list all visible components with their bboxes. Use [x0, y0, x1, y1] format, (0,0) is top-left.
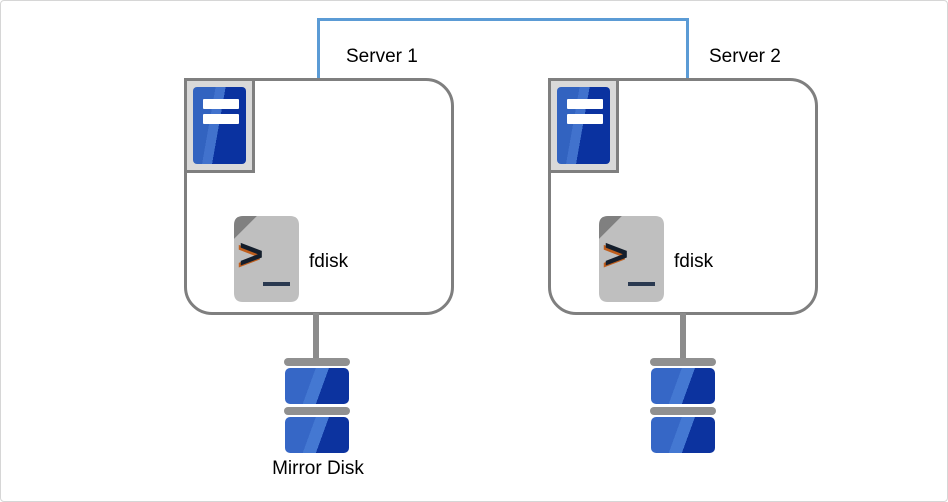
- disk-cap-icon: [284, 358, 350, 366]
- server1-command-label: fdisk: [309, 251, 349, 272]
- document-shape-icon: [234, 216, 299, 302]
- disk-platter-icon: [285, 417, 349, 453]
- server1-node-frame: [184, 78, 255, 173]
- prompt-chevron-icon: >: [604, 230, 629, 277]
- server2-disk-connector: [680, 313, 686, 359]
- heartbeat-link-server1-riser: [317, 18, 320, 79]
- document-shape-icon: [599, 216, 664, 302]
- server1-label: Server 1: [346, 46, 418, 67]
- terminal-script-icon: >: [599, 216, 664, 302]
- server-tower-icon: [557, 87, 610, 164]
- tower-slot-icon: [203, 99, 239, 109]
- terminal-script-icon: >: [234, 216, 299, 302]
- server1-disk-connector: [313, 313, 319, 359]
- disk-divider-icon: [650, 407, 716, 415]
- prompt-chevron-icon: >: [239, 230, 264, 277]
- prompt-cursor-icon: [263, 282, 290, 286]
- prompt-cursor-icon: [628, 282, 655, 286]
- tower-slot-icon: [203, 114, 239, 124]
- disk-platter-icon: [651, 417, 715, 453]
- disk-stack-icon: [284, 358, 350, 453]
- heartbeat-link-horizontal: [317, 18, 689, 21]
- server-tower-icon: [193, 87, 246, 164]
- disk-divider-icon: [284, 407, 350, 415]
- server2-command-label: fdisk: [674, 251, 714, 272]
- server2-node-frame: [548, 78, 619, 173]
- disk-platter-icon: [651, 368, 715, 404]
- tower-slot-icon: [567, 114, 603, 124]
- heartbeat-link-server2-riser: [686, 18, 689, 79]
- tower-slot-icon: [567, 99, 603, 109]
- disk-cap-icon: [650, 358, 716, 366]
- mirror-disk-label: Mirror Disk: [272, 458, 364, 479]
- server2-label: Server 2: [709, 46, 781, 67]
- disk-platter-icon: [285, 368, 349, 404]
- disk-stack-icon: [650, 358, 716, 453]
